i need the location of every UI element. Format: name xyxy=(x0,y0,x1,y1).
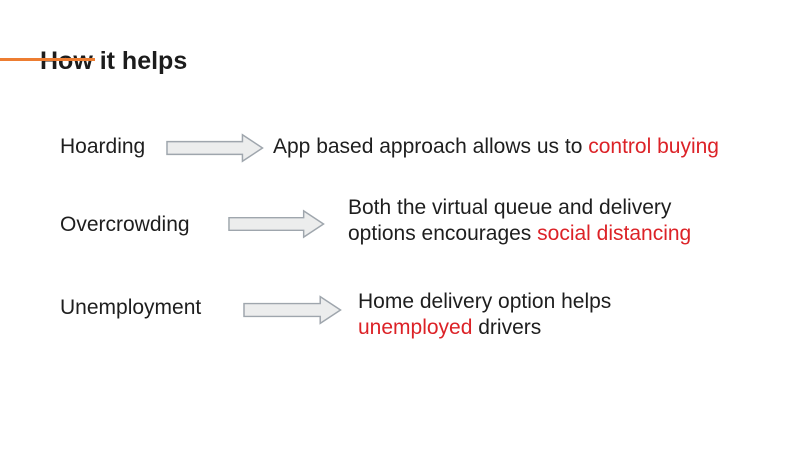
solution-text-unemployment: Home delivery option helps unemployed dr… xyxy=(358,289,611,341)
right-block-arrow-icon xyxy=(166,133,264,163)
problem-label-unemployment: Unemployment xyxy=(60,296,202,319)
title-accent-line xyxy=(0,58,95,61)
right-block-arrow-icon xyxy=(228,209,325,239)
problem-label-overcrowding: Overcrowding xyxy=(60,213,190,236)
highlighted-text-segment: unemployed xyxy=(358,316,473,339)
solution-text-hoarding: App based approach allows us to control … xyxy=(273,134,719,160)
highlighted-text-segment: control buying xyxy=(588,135,719,158)
text-segment: App based approach allows us to xyxy=(273,135,589,158)
highlighted-text-segment: social distancing xyxy=(537,222,692,245)
text-segment: options encourages xyxy=(348,222,538,245)
problem-label-hoarding: Hoarding xyxy=(60,135,146,158)
right-block-arrow-icon xyxy=(243,295,342,325)
text-line: Both the virtual queue and delivery xyxy=(348,195,691,221)
text-line: App based approach allows us to control … xyxy=(273,134,719,160)
text-line: unemployed drivers xyxy=(358,315,611,341)
solution-text-overcrowding: Both the virtual queue and delivery opti… xyxy=(348,195,691,247)
text-segment: drivers xyxy=(472,316,542,339)
text-line: Home delivery option helps xyxy=(358,289,611,315)
text-segment: Both the virtual queue and delivery xyxy=(348,196,672,219)
text-line: options encourages social distancing xyxy=(348,221,691,247)
text-segment: Home delivery option helps xyxy=(358,290,612,313)
